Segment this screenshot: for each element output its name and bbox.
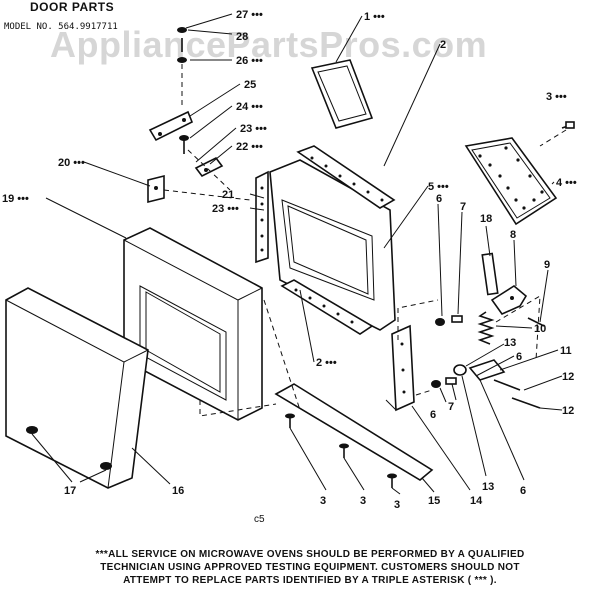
footnote-line-1: ***ALL SERVICE ON MICROWAVE OVENS SHOULD… bbox=[95, 549, 525, 560]
assembly-lines bbox=[163, 64, 541, 417]
callout-c5: c5 bbox=[254, 514, 265, 525]
part-13-bushing[interactable] bbox=[453, 364, 467, 376]
callout-7-a: 7 bbox=[460, 201, 466, 213]
callout-20: 20 ••• bbox=[58, 157, 85, 169]
callout-labels: 27 ••• 28 26 ••• 25 24 ••• 23 ••• 22 •••… bbox=[2, 9, 577, 525]
page-title: DOOR PARTS bbox=[30, 0, 115, 14]
callout-22: 22 ••• bbox=[236, 141, 263, 153]
callout-19: 19 ••• bbox=[2, 193, 29, 205]
callout-5: 5 ••• bbox=[428, 181, 449, 193]
exploded-parts-diagram: 27 ••• 28 26 ••• 25 24 ••• 23 ••• 22 •••… bbox=[2, 9, 577, 525]
callout-27: 27 ••• bbox=[236, 9, 263, 21]
part-15-choke-bar[interactable] bbox=[274, 383, 434, 481]
callout-4: 4 ••• bbox=[556, 177, 577, 189]
callout-3-c: 3 bbox=[394, 499, 400, 511]
callout-1: 1 ••• bbox=[364, 11, 385, 23]
callout-18: 18 bbox=[480, 213, 492, 225]
callout-6-a: 6 bbox=[436, 193, 442, 205]
part-26-27-28-screws[interactable] bbox=[177, 27, 187, 63]
callout-9: 9 bbox=[544, 259, 550, 271]
callout-25: 25 bbox=[244, 79, 256, 91]
callout-7-b: 7 bbox=[448, 401, 454, 413]
part-4-rear-panel[interactable] bbox=[464, 137, 558, 226]
callout-23-mid: 23 ••• bbox=[212, 203, 239, 215]
callout-2-top: 2 bbox=[440, 39, 446, 51]
callout-13-a: 13 bbox=[504, 337, 516, 349]
callout-3-a: 3 bbox=[320, 495, 326, 507]
part-3-screw-top[interactable] bbox=[539, 121, 575, 147]
callout-2-mid: 2 ••• bbox=[316, 357, 337, 369]
part-18-latch-rod[interactable] bbox=[481, 252, 499, 296]
part-10-spring[interactable] bbox=[477, 311, 495, 345]
part-24-screw[interactable] bbox=[179, 135, 189, 154]
callout-8: 8 bbox=[510, 229, 516, 241]
callout-6-b: 6 bbox=[516, 351, 522, 363]
part-14-latch-bracket[interactable] bbox=[385, 324, 415, 412]
callout-21: 21 bbox=[222, 189, 234, 201]
callout-12-b: 12 bbox=[562, 405, 574, 417]
part-22-23-bracket[interactable] bbox=[194, 156, 224, 178]
leader-lines bbox=[45, 13, 563, 493]
callout-26: 26 ••• bbox=[236, 55, 263, 67]
part-6-7-washers-nuts[interactable] bbox=[431, 315, 463, 388]
model-number: MODEL NO. 564.9917711 bbox=[4, 22, 118, 32]
part-3-screws-bottom[interactable] bbox=[285, 413, 401, 495]
callout-15: 15 bbox=[428, 495, 440, 507]
callout-12-a: 12 bbox=[562, 371, 574, 383]
callout-6-d: 6 bbox=[520, 485, 526, 497]
part-17-fasteners[interactable] bbox=[26, 426, 112, 483]
part-9-screw[interactable] bbox=[527, 317, 545, 327]
callout-24: 24 ••• bbox=[236, 101, 263, 113]
callout-23-top: 23 ••• bbox=[240, 123, 267, 135]
part-12-screws[interactable] bbox=[493, 379, 541, 409]
callout-14: 14 bbox=[470, 495, 483, 507]
footnote-line-2: TECHNICIAN USING APPROVED TESTING EQUIPM… bbox=[100, 562, 520, 573]
callout-6-c: 6 bbox=[430, 409, 436, 421]
callout-28: 28 bbox=[236, 31, 248, 43]
part-2-inner-frame[interactable] bbox=[255, 145, 396, 335]
part-16-door-cover[interactable] bbox=[5, 287, 149, 489]
callout-3-top: 3 ••• bbox=[546, 91, 567, 103]
part-20-hinge-block[interactable] bbox=[147, 174, 165, 204]
part-1-window-glass[interactable] bbox=[310, 59, 374, 129]
watermark: AppliancePartsPros.com bbox=[50, 24, 488, 65]
callout-10: 10 bbox=[534, 323, 546, 335]
callout-3-b: 3 bbox=[360, 495, 366, 507]
callout-16: 16 bbox=[172, 485, 184, 497]
footnote-line-3: ATTEMPT TO REPLACE PARTS IDENTIFIED BY A… bbox=[123, 575, 497, 586]
part-25-hinge-arm[interactable] bbox=[148, 110, 194, 142]
part-8-latch-hook[interactable] bbox=[490, 285, 528, 315]
callout-17: 17 bbox=[64, 485, 76, 497]
callout-11: 11 bbox=[560, 345, 572, 357]
part-19-door-panel[interactable] bbox=[123, 227, 263, 421]
callout-13-b: 13 bbox=[482, 481, 494, 493]
